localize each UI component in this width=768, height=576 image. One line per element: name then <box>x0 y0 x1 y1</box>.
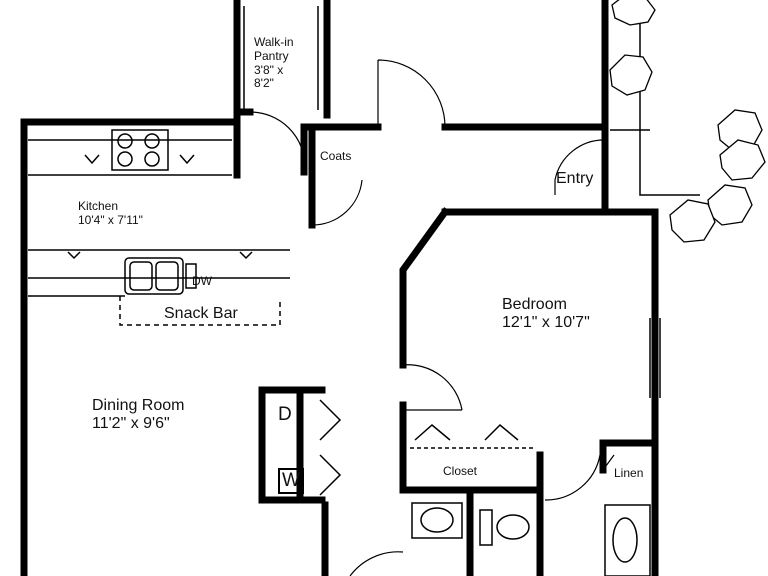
walls <box>20 0 659 576</box>
dining-room-dim: 11'2" x 9'6" <box>92 415 170 433</box>
entry-label: Entry <box>556 170 594 187</box>
shrub <box>717 109 763 151</box>
bedroom-dim: 12'1" x 10'7" <box>502 314 590 332</box>
dining-room-label: Dining Room 11'2" x 9'6" <box>92 397 184 434</box>
pantry-label: Walk-in Pantry 3'8" x 8'2" <box>254 35 294 91</box>
pantry-dim-2: 8'2" <box>254 76 274 91</box>
fixtures <box>28 0 700 576</box>
shrub <box>719 139 766 181</box>
kitchen-name: Kitchen <box>78 199 119 213</box>
linen-label: Linen <box>614 466 644 480</box>
dishwasher-label: DW <box>192 274 212 288</box>
door-swings <box>249 59 615 576</box>
kitchen-dim: 10'4" x 7'11" <box>78 212 143 227</box>
kitchen-label: Kitchen 10'4" x 7'11" <box>78 199 143 228</box>
closet-label: Closet <box>443 464 478 478</box>
dryer-label: D <box>278 404 292 425</box>
coats-label: Coats <box>320 149 352 163</box>
shrub <box>609 54 653 96</box>
pantry-name-2: Pantry <box>254 48 289 63</box>
bedroom-name: Bedroom <box>502 296 567 313</box>
pantry-name: Walk-in <box>254 35 294 49</box>
shrub <box>707 184 753 226</box>
landscaping <box>609 0 766 243</box>
shrub <box>611 0 656 26</box>
snack-bar-label: Snack Bar <box>164 305 238 322</box>
washer-label: W <box>278 468 304 494</box>
shrub <box>669 199 716 243</box>
dining-room-name: Dining Room <box>92 397 185 414</box>
bedroom-label: Bedroom 12'1" x 10'7" <box>502 296 590 333</box>
pantry-dim-1: 3'8" x <box>254 62 284 77</box>
